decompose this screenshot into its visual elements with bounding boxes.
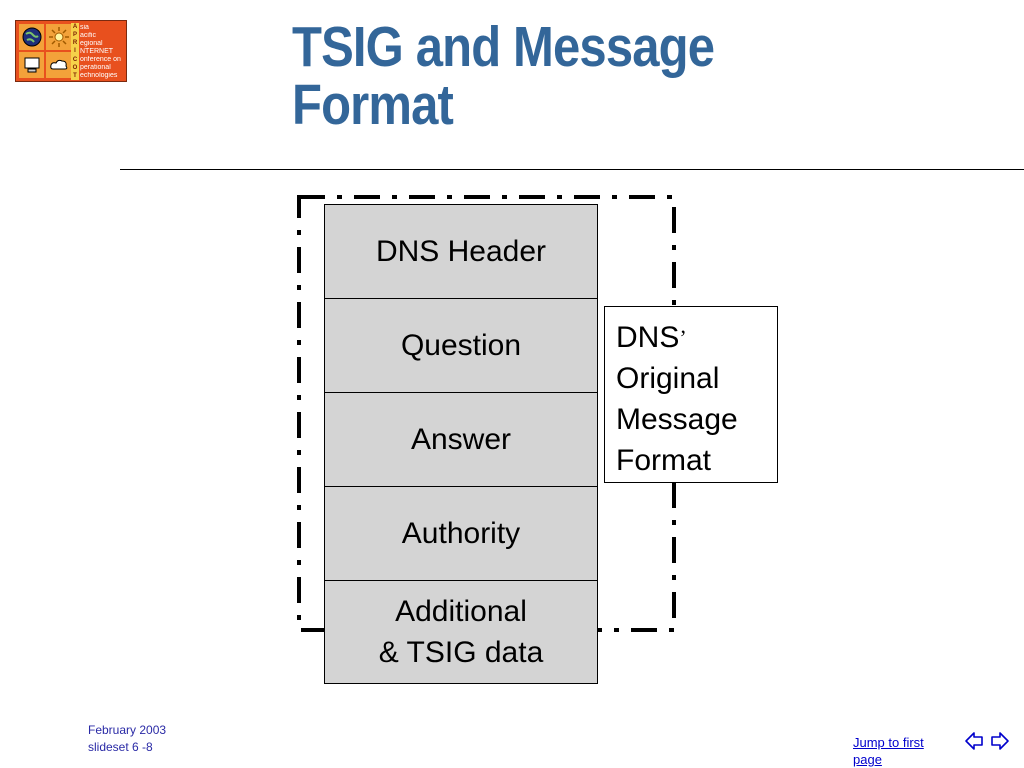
label-line: DNS’	[616, 317, 777, 358]
slide-title-line: Format	[292, 73, 454, 137]
logo-word: sia	[80, 23, 89, 31]
logo-letter: O	[72, 64, 78, 71]
section-dns-header: DNS Header	[324, 204, 598, 299]
slide-title: TSIG and Message Format	[292, 15, 715, 137]
logo-letter: A	[72, 24, 78, 31]
jump-link-line: Jump to first	[853, 735, 924, 750]
label-mark: ’	[679, 325, 687, 350]
logo-words: sia acific egional NTERNET onference on …	[80, 23, 125, 80]
section-answer: Answer	[324, 392, 598, 487]
label-text: DNS	[616, 321, 680, 354]
logo-letter: T	[73, 72, 77, 79]
section-label: Answer	[410, 423, 512, 456]
footer-date: February 2003	[88, 723, 167, 737]
logo-letter: P	[72, 32, 77, 39]
logo-letter: I	[74, 48, 76, 55]
dns-original-format-label: DNS’ Original Message Format	[604, 306, 778, 483]
logo-letter: C	[72, 56, 78, 63]
message-format-stack: DNS Header Question Answer Authority Add…	[324, 204, 598, 684]
footer-slideset: slideset 6 -8	[88, 740, 153, 754]
sun-icon	[46, 24, 71, 50]
section-label: Authority	[401, 517, 521, 550]
logo-word: egional	[80, 39, 103, 47]
logo-letter: R	[72, 40, 78, 47]
section-label: & TSIG data	[378, 636, 544, 669]
logo-letters: A P R I C O T	[71, 23, 79, 80]
logo-icon-grid	[19, 24, 71, 78]
logo-word: acific	[80, 31, 96, 39]
logo-word: echnologies	[80, 72, 118, 80]
section-question: Question	[324, 298, 598, 393]
title-divider	[120, 169, 1024, 170]
label-line: Original	[616, 362, 720, 395]
right-arrow-outline-icon[interactable]	[990, 731, 1010, 751]
label-line: Format	[616, 444, 712, 477]
jump-link-line: page	[853, 752, 882, 767]
section-label: Additional	[395, 595, 527, 628]
globe-icon	[19, 24, 44, 50]
slide-title-line: TSIG and Message	[292, 15, 715, 79]
apricot-logo: A P R I C O T sia acific egional NTERNET…	[15, 20, 127, 82]
slide-footer: February 2003 slideset 6 -8	[88, 722, 166, 756]
section-authority: Authority	[324, 486, 598, 581]
logo-word: perational	[80, 64, 111, 72]
section-label: Question	[400, 329, 522, 362]
logo-word: onference on	[80, 56, 121, 64]
computer-icon	[19, 52, 44, 78]
section-label: DNS Header	[375, 235, 547, 268]
logo-word: NTERNET	[80, 47, 114, 55]
cloud-icon	[46, 52, 71, 78]
left-arrow-outline-icon[interactable]	[964, 731, 984, 751]
jump-to-first-page-link[interactable]: Jump to first page	[853, 734, 948, 768]
label-line: Message	[616, 403, 738, 436]
section-additional-tsig: Additional & TSIG data	[324, 580, 598, 684]
